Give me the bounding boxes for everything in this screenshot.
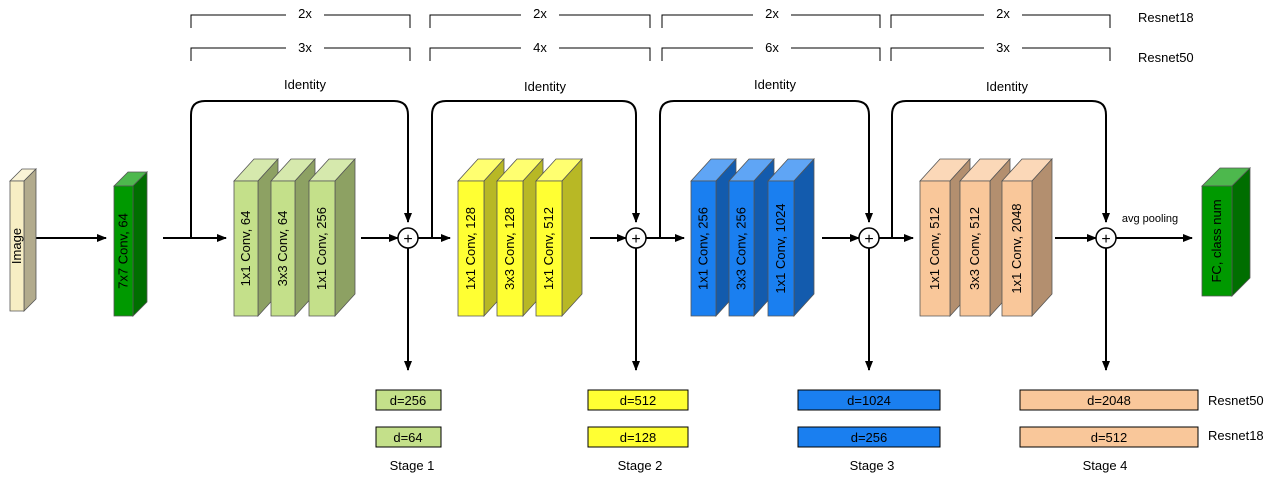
block-label: 1x1 Conv, 128 xyxy=(463,207,478,290)
block-label: 3x3 Conv, 256 xyxy=(734,207,749,290)
bracket-resnet50-stage-1: 3x xyxy=(190,39,411,61)
dim-resnet18-stage-1: d=64 xyxy=(393,430,422,445)
repeat-brackets: 2x 2x 2x 2x Resnet18 3x 4x xyxy=(190,6,1194,65)
add-node-4: + xyxy=(1095,227,1117,249)
stage-label-3: Stage 3 xyxy=(850,458,895,473)
add-node-3: + xyxy=(858,227,880,249)
dim-resnet18-stage-2: d=128 xyxy=(620,430,657,445)
identity-label-stage-1: Identity xyxy=(284,77,326,92)
fc-head-block: FC, class num xyxy=(1201,167,1251,297)
dim-resnet18-stage-4: d=512 xyxy=(1091,430,1128,445)
skip-connection-stage-2 xyxy=(431,100,640,238)
add-node-2: + xyxy=(625,227,647,249)
stage-4-conv-block-3: 1x1 Conv, 2048 xyxy=(1001,157,1053,318)
block-label: 1x1 Conv, 256 xyxy=(696,207,711,290)
dim-row-label-resnet50: Resnet50 xyxy=(1208,393,1264,408)
bracket-resnet50-stage-4: 3x xyxy=(890,39,1111,61)
identity-label-stage-2: Identity xyxy=(524,79,566,94)
plus-icon: + xyxy=(403,231,412,248)
skip-connection-stage-3 xyxy=(659,100,873,238)
bracket-resnet18-stage-2: 2x xyxy=(429,6,651,28)
repeat-label: 3x xyxy=(298,40,312,55)
row-label-resnet50: Resnet50 xyxy=(1138,50,1194,65)
stage-4-conv-block-2: 3x3 Conv, 512 xyxy=(959,157,1011,318)
identity-label-stage-4: Identity xyxy=(986,79,1028,94)
stage-label-4: Stage 4 xyxy=(1083,458,1128,473)
block-label: 3x3 Conv, 128 xyxy=(502,207,517,290)
row-label-resnet18: Resnet18 xyxy=(1138,10,1194,25)
stage-2-conv-block-3: 1x1 Conv, 512 xyxy=(535,157,583,318)
repeat-label: 2x xyxy=(298,6,312,21)
stage-2-conv-block-1: 1x1 Conv, 128 xyxy=(457,157,505,318)
dim-stage-2: d=512 d=128 Stage 2 xyxy=(587,389,689,473)
dim-resnet50-stage-4: d=2048 xyxy=(1087,393,1131,408)
block-label: Image xyxy=(9,228,24,264)
repeat-label: 3x xyxy=(996,40,1010,55)
block-label: 3x3 Conv, 512 xyxy=(967,207,982,290)
stem-conv-block: 7x7 Conv, 64 xyxy=(113,171,148,317)
add-nodes: + + + + xyxy=(397,227,1117,249)
stage-1-conv-block-2: 3x3 Conv, 64 xyxy=(270,157,316,318)
block-label: 1x1 Conv, 512 xyxy=(927,207,942,290)
block-label: 1x1 Conv, 2048 xyxy=(1009,203,1024,293)
identity-label-stage-3: Identity xyxy=(754,77,796,92)
bracket-resnet50-stage-3: 6x xyxy=(661,39,881,61)
bracket-resnet18-stage-4: 2x xyxy=(890,6,1111,28)
stage-label-2: Stage 2 xyxy=(618,458,663,473)
stage-3-conv-block-3: 1x1 Conv, 1024 xyxy=(767,157,815,318)
bracket-resnet18-stage-3: 2x xyxy=(661,6,881,28)
avg-pooling-label: avg pooling xyxy=(1122,213,1178,225)
block-label: 1x1 Conv, 256 xyxy=(314,207,329,290)
stage-label-1: Stage 1 xyxy=(390,458,435,473)
repeat-label: 2x xyxy=(533,6,547,21)
dim-resnet18-stage-3: d=256 xyxy=(851,430,888,445)
skip-connection-stage-4 xyxy=(891,100,1110,238)
repeat-label: 2x xyxy=(996,6,1010,21)
dim-stage-3: d=1024 d=256 Stage 3 xyxy=(797,389,941,473)
stage-3-conv-block-2: 3x3 Conv, 256 xyxy=(728,157,775,318)
bracket-resnet50-stage-2: 4x xyxy=(429,39,651,61)
block-label: FC, class num xyxy=(1209,199,1224,282)
input-image-block: Image xyxy=(9,168,37,312)
skip-connection-stage-1 xyxy=(190,100,412,238)
block-label: 1x1 Conv, 512 xyxy=(541,207,556,290)
repeat-label: 2x xyxy=(765,6,779,21)
flow-arrows xyxy=(36,234,1193,371)
block-label: 1x1 Conv, 1024 xyxy=(773,203,788,293)
dimension-boxes: d=256 d=64 Stage 1 d=512 d=128 Stage 2 d… xyxy=(375,389,1264,473)
dim-resnet50-stage-3: d=1024 xyxy=(847,393,891,408)
skip-connections xyxy=(190,100,1110,238)
stage-1-conv-block-3: 1x1 Conv, 256 xyxy=(308,157,356,318)
plus-icon: + xyxy=(631,231,640,248)
dim-resnet50-stage-2: d=512 xyxy=(620,393,657,408)
plus-icon: + xyxy=(864,231,873,248)
add-node-1: + xyxy=(397,227,419,249)
block-label: 7x7 Conv, 64 xyxy=(116,213,131,289)
bracket-resnet18-stage-1: 2x xyxy=(190,6,411,28)
repeat-label: 4x xyxy=(533,40,547,55)
dim-row-label-resnet18: Resnet18 xyxy=(1208,428,1264,443)
layer-blocks: Image 7x7 Conv, 64 1x1 Conv, 64 3x3 Conv, 6… xyxy=(9,157,1251,318)
plus-icon: + xyxy=(1101,231,1110,248)
block-label: 1x1 Conv, 64 xyxy=(238,211,253,287)
dim-stage-1: d=256 d=64 Stage 1 xyxy=(375,389,442,473)
dim-resnet50-stage-1: d=256 xyxy=(390,393,427,408)
block-label: 3x3 Conv, 64 xyxy=(275,211,290,287)
dim-stage-4: d=2048 d=512 Stage 4 xyxy=(1019,389,1199,473)
repeat-label: 6x xyxy=(765,40,779,55)
